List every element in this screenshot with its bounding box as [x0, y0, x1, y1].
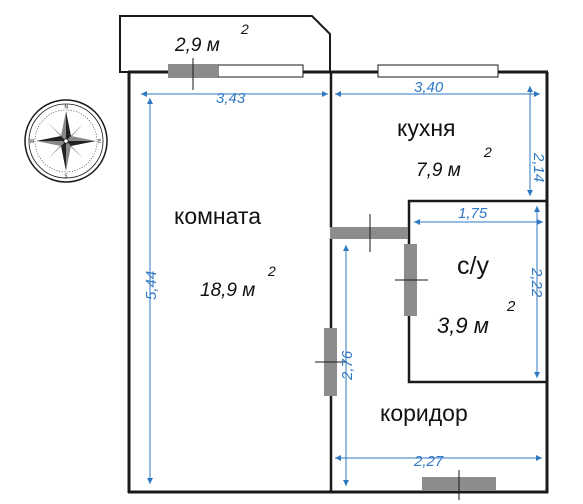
kitchen-label: кухня 7,9 м 2 — [397, 115, 492, 181]
balcony-outline — [119, 15, 331, 73]
room-name: комната — [174, 203, 261, 229]
door-kitchen — [330, 227, 408, 239]
door-hinge-lines — [192, 58, 460, 500]
dim-bath-height: 2,22 — [528, 267, 545, 298]
dim-room-width: 3,43 — [216, 90, 246, 107]
room-area-sup: 2 — [267, 263, 276, 279]
bathroom-label: с/у 3,9 м 2 — [437, 252, 516, 338]
kitchen-area: 7,9 м — [416, 160, 461, 181]
balcony — [119, 15, 331, 73]
dimension-lines — [141, 86, 543, 486]
corridor-name: коридор — [380, 400, 468, 426]
balcony-area-sup: 2 — [240, 21, 249, 37]
corridor-label: коридор — [380, 400, 468, 426]
room-area: 18,9 м — [200, 280, 255, 301]
windows — [217, 64, 499, 78]
compass-letter-n: N — [64, 105, 68, 111]
compass-letter-w: W — [30, 139, 35, 145]
dim-corridor-height: 2,76 — [339, 350, 356, 381]
bathroom-walls — [407, 199, 549, 384]
dim-room-height: 5,44 — [143, 271, 160, 300]
compass-letter-e: E — [98, 139, 101, 145]
dim-kitchen-width: 3,40 — [414, 79, 444, 96]
compass-letter-s: S — [64, 174, 67, 180]
window-kitchen — [377, 64, 499, 78]
kitchen-name: кухня — [397, 115, 455, 141]
dim-bath-width: 1,75 — [458, 205, 488, 222]
dim-kitchen-height: 2,14 — [530, 152, 547, 182]
bathroom-area: 3,9 м — [437, 313, 489, 338]
window-balcony — [217, 64, 304, 78]
compass-icon: N E S W — [24, 99, 108, 183]
bathroom-area-sup: 2 — [506, 298, 516, 315]
kitchen-area-sup: 2 — [483, 144, 492, 160]
balcony-label: 2,9 м 2 — [174, 21, 249, 56]
dim-corridor-width: 2,27 — [413, 453, 444, 470]
outer-walls — [127, 70, 549, 494]
room-label: комната 18,9 м 2 — [174, 203, 276, 301]
bathroom-name: с/у — [457, 252, 489, 280]
dimension-labels: 3,43 3,40 5,44 2,14 1,75 2,22 2,76 2,27 — [143, 79, 547, 470]
balcony-area: 2,9 м — [174, 35, 220, 56]
